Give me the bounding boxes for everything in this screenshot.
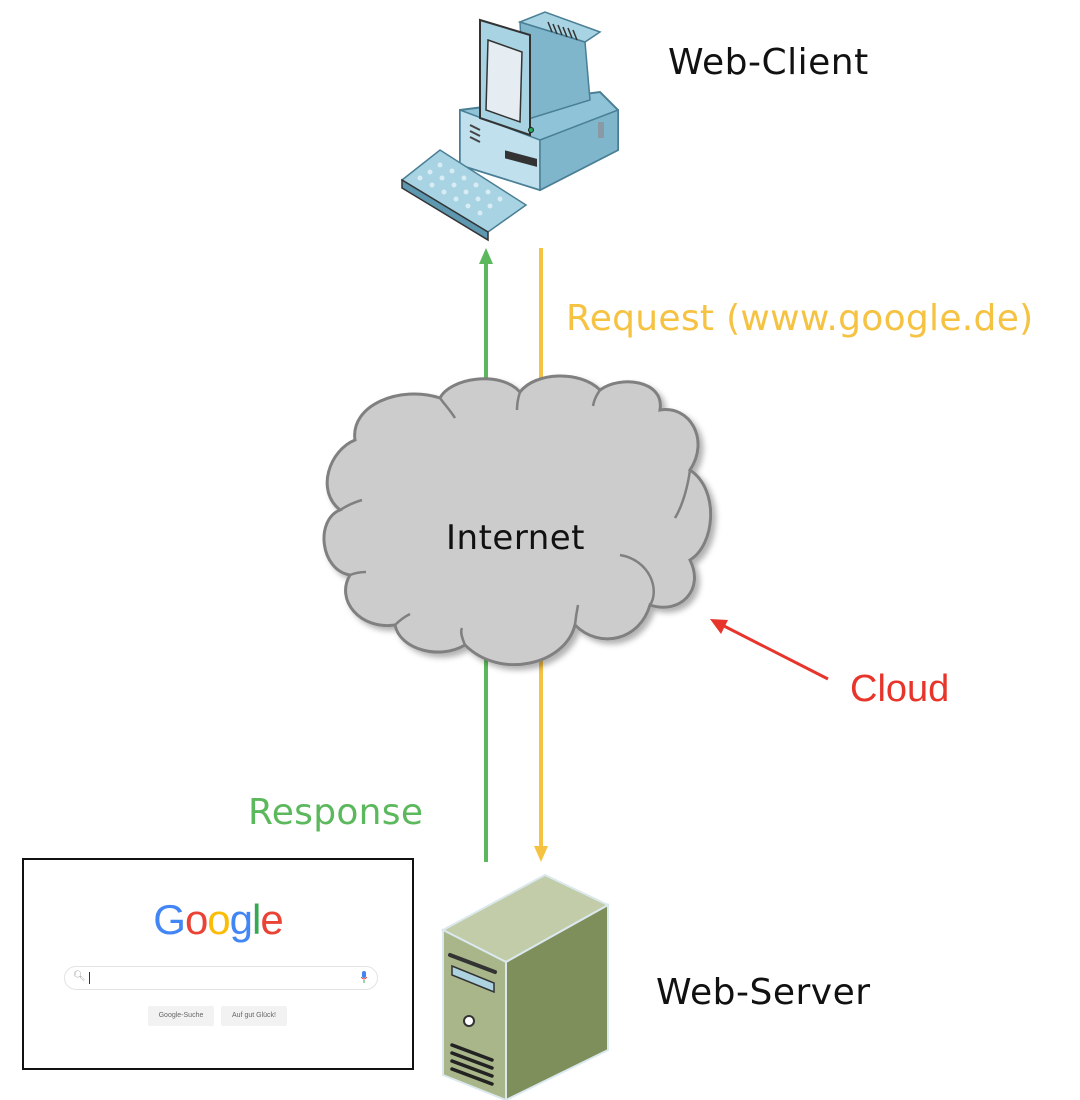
google-search-input[interactable]: 🔍︎: [64, 966, 378, 990]
logo-letter: l: [252, 896, 261, 943]
cloud-annotation-arrow: [710, 619, 829, 681]
logo-letter: o: [207, 896, 230, 943]
web-server-label: Web-Server: [656, 972, 871, 1013]
feeling-lucky-button[interactable]: Auf gut Glück!: [221, 1006, 287, 1026]
search-icon: 🔍︎: [73, 971, 86, 982]
internet-label: Internet: [446, 518, 586, 558]
logo-letter: G: [153, 896, 186, 943]
logo-letter: g: [229, 896, 253, 943]
google-logo: Google: [24, 896, 412, 944]
google-search-button[interactable]: Google-Suche: [148, 1006, 214, 1026]
desktop-computer-icon: [400, 11, 619, 242]
request-label: Request (www.google.de): [566, 298, 1034, 339]
cloud-label: Cloud: [850, 668, 950, 710]
tower-server-icon: [440, 873, 611, 1100]
logo-letter: e: [260, 896, 283, 943]
response-label: Response: [248, 792, 424, 833]
microphone-icon[interactable]: [361, 971, 367, 983]
web-client-label: Web-Client: [668, 42, 869, 83]
google-homepage-screenshot: Google 🔍︎ Google-Suche Auf gut Glück!: [22, 858, 414, 1070]
internet-cloud-shape: [322, 374, 713, 667]
logo-letter: o: [184, 896, 208, 943]
text-cursor: [89, 972, 90, 984]
